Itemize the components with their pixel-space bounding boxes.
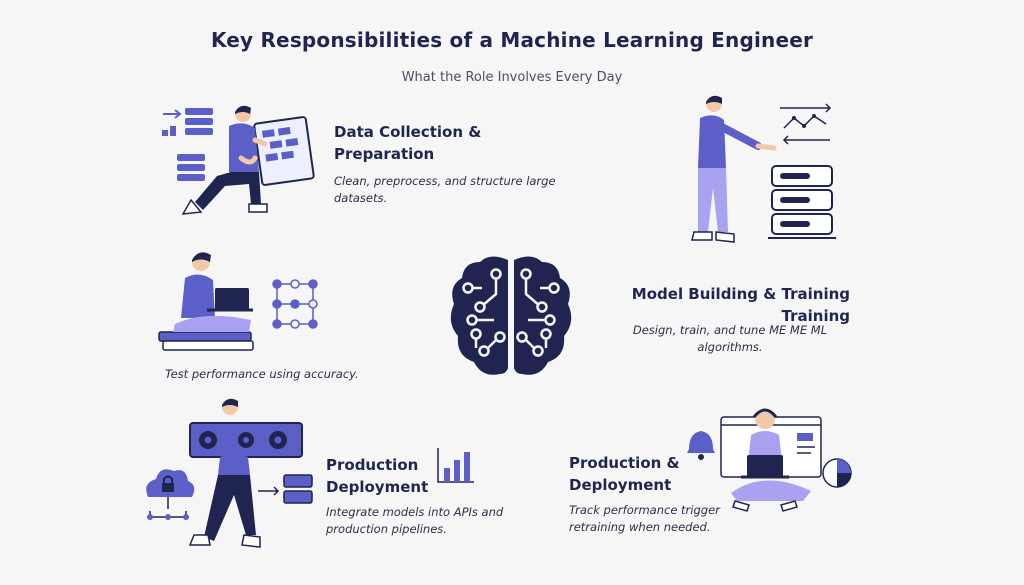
model-building-illustration	[691, 95, 836, 243]
section-description: production pipelines.	[326, 522, 447, 536]
page-title: Key Responsibilities of a Machine Learni…	[210, 28, 814, 52]
section-heading: Model Building & Training	[631, 285, 850, 303]
section-heading: Preparation	[334, 145, 435, 163]
section-heading: Production &	[569, 454, 680, 472]
section-description: datasets.	[334, 191, 388, 205]
section-description: Track performance trigger	[569, 503, 720, 517]
section-data-collection: Data Collection & Preparation Clean, pre…	[334, 121, 574, 207]
cloud-lock-icon	[146, 469, 195, 520]
page-subtitle: What the Role Involves Every Day	[401, 70, 623, 85]
laptop-icon	[741, 455, 789, 479]
pie-chart-icon	[822, 458, 852, 488]
section-description: Design, train, and tune ME ME ML algorit…	[632, 323, 828, 354]
section-testing-description: Test performance using accuracy.	[165, 367, 359, 381]
brain-circuit-icon	[450, 256, 572, 375]
section-description: Integrate models into APIs and	[326, 505, 504, 519]
section-description: retraining when needed.	[569, 520, 711, 534]
line-chart-icon	[780, 103, 832, 145]
section-production-deployment: Production Deployment Integrate models i…	[326, 454, 526, 538]
server-icon	[258, 474, 313, 504]
monitoring-illustration	[687, 408, 852, 512]
bell-icon	[687, 431, 715, 460]
section-heading: Data Collection &	[334, 123, 482, 141]
testing-illustration	[158, 252, 318, 351]
server-icon	[768, 165, 836, 239]
section-heading: Training	[781, 307, 850, 325]
section-monitoring: Production & Deployment Track performanc…	[569, 452, 769, 536]
production-deployment-illustration	[146, 398, 313, 548]
data-collection-illustration	[162, 105, 315, 215]
section-heading: Deployment	[326, 478, 429, 496]
section-description: Clean, preprocess, and structure large	[334, 174, 556, 188]
laptop-icon	[207, 288, 253, 312]
section-model-building: Model Building & Training Training	[600, 283, 850, 327]
section-heading: Production	[326, 456, 419, 474]
section-heading: Deployment	[569, 476, 672, 494]
bar-chart-icon	[437, 448, 474, 483]
